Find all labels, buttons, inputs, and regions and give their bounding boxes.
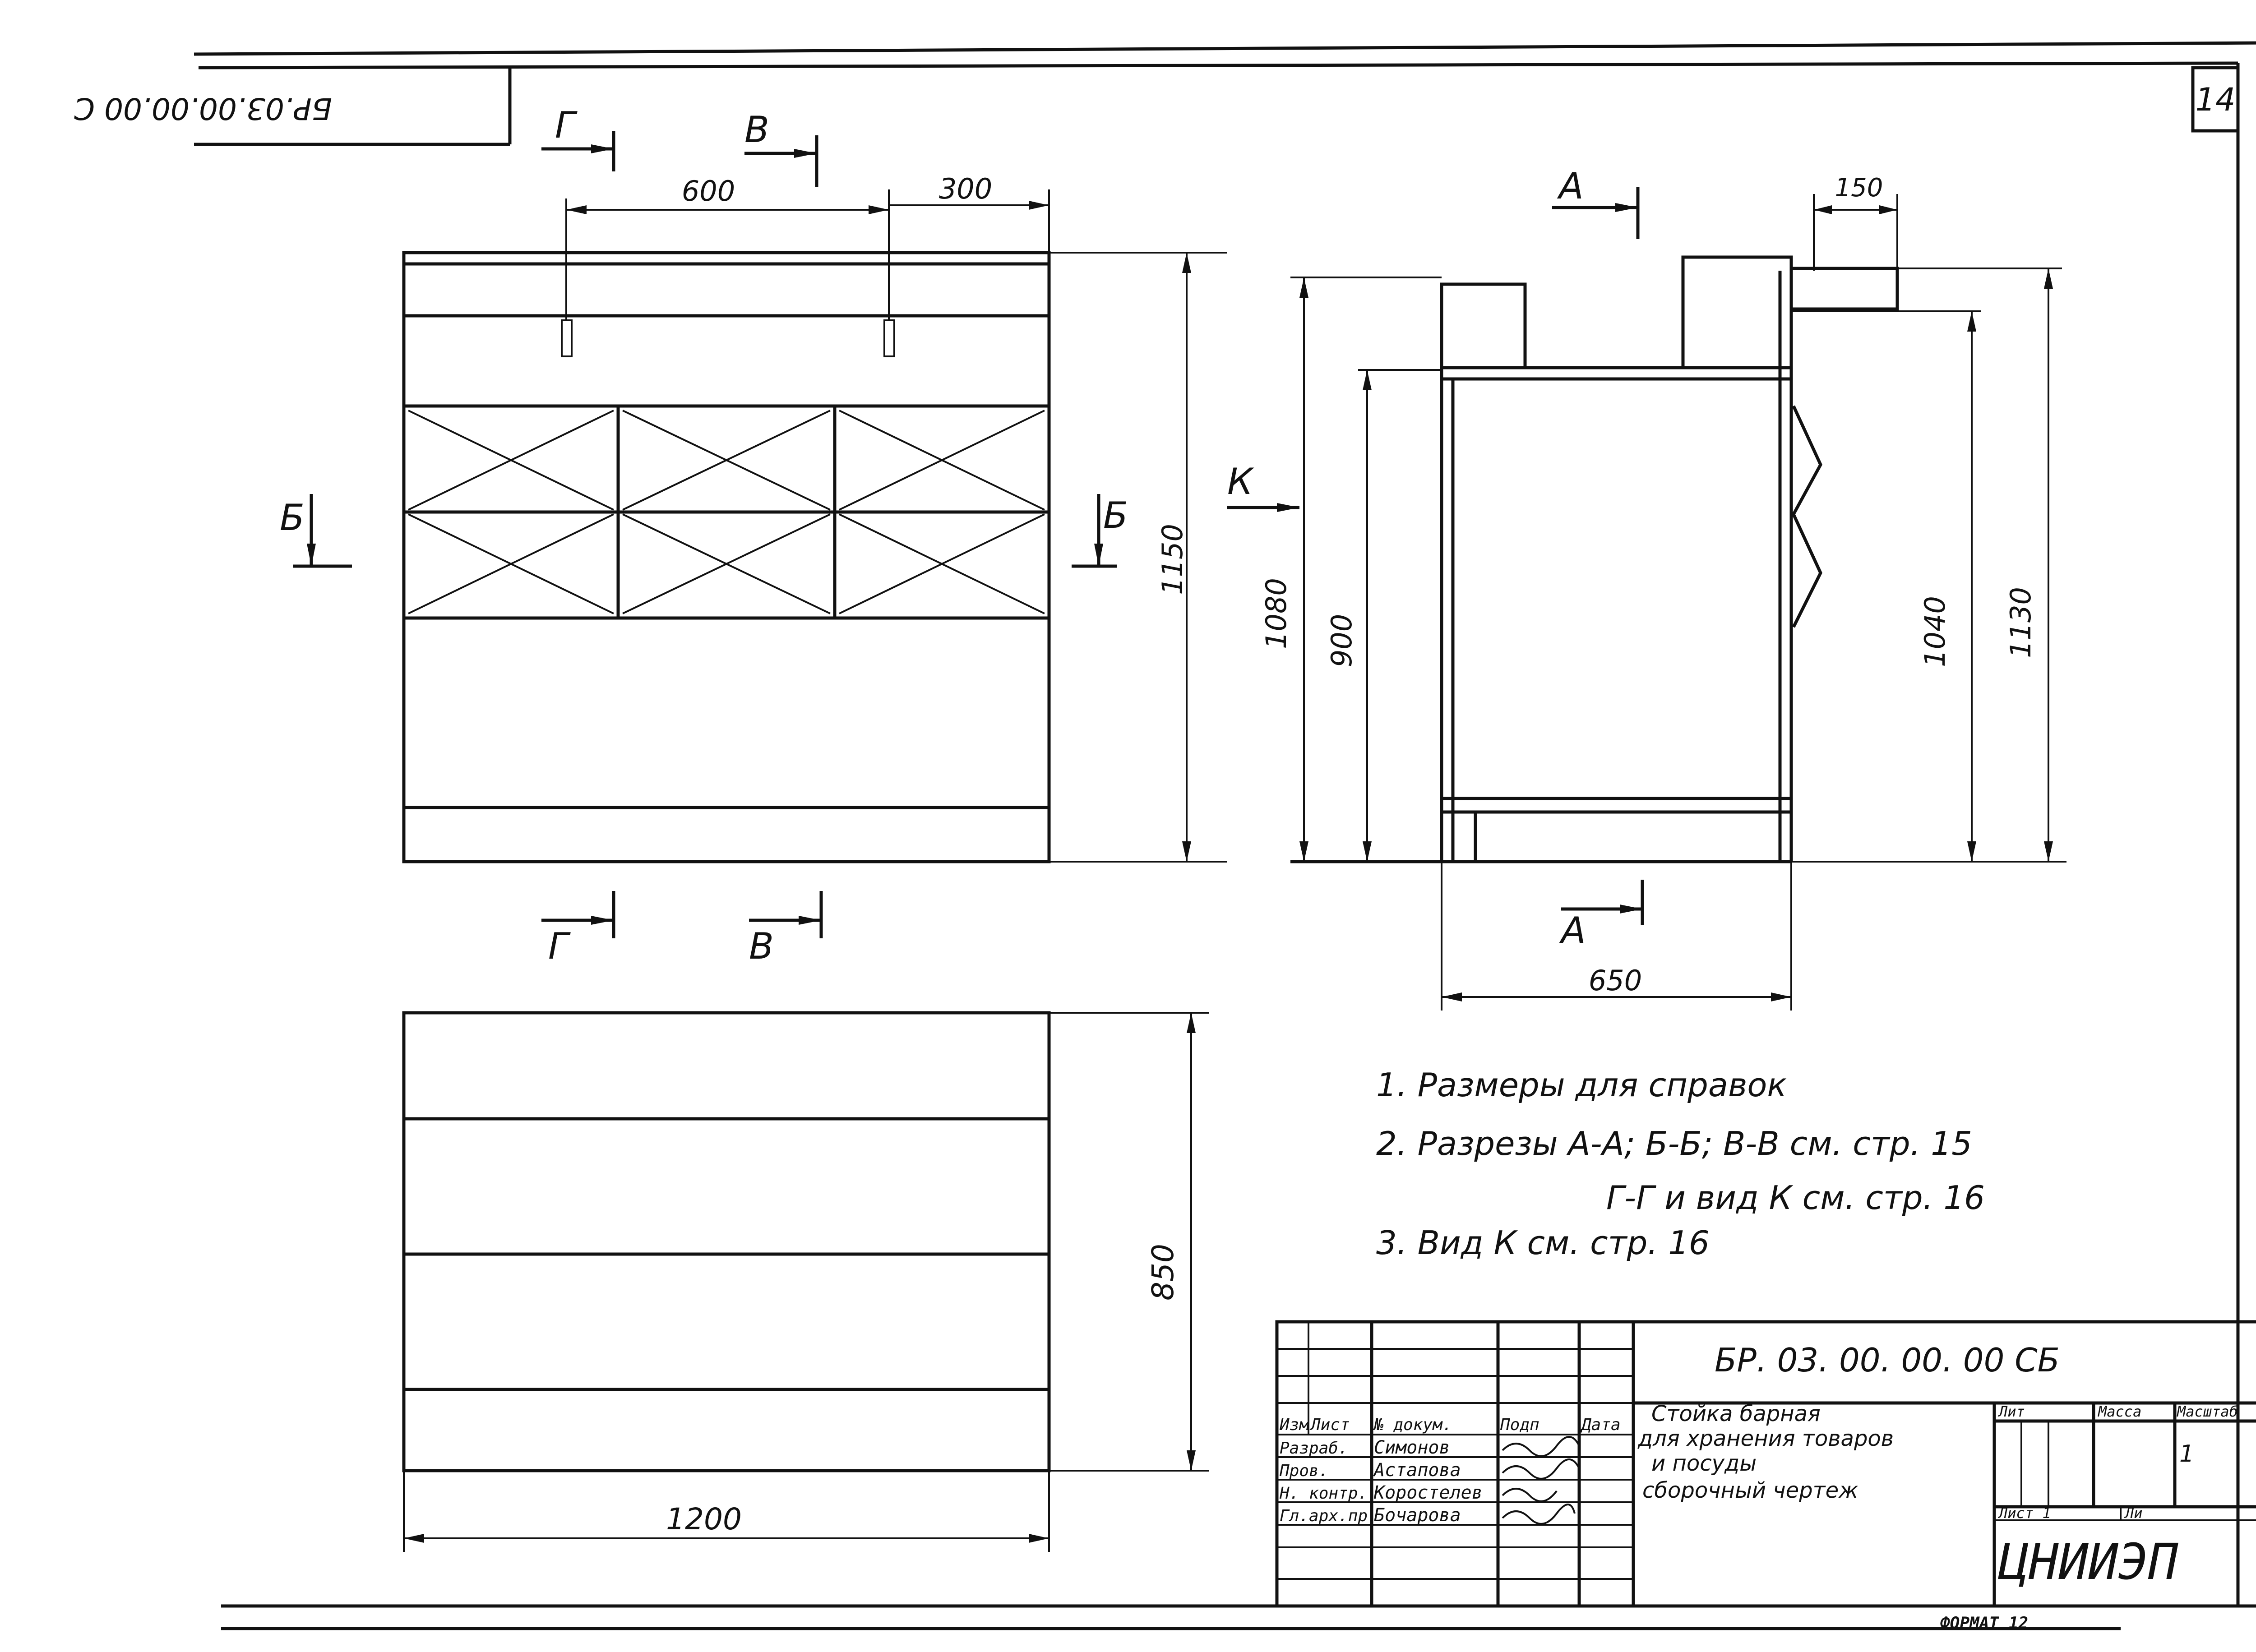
title-line-2: для хранения товаров (1637, 1426, 1894, 1451)
section-marks-front: Г В Г В Б Б (280, 104, 1128, 967)
dim-850: 850 (1146, 1244, 1180, 1301)
dim-1080: 1080 (1260, 578, 1293, 649)
hdr-data: Дата (1580, 1416, 1621, 1434)
side-view (1290, 255, 1899, 863)
sheets-label: Ли (2124, 1504, 2143, 1522)
title-block-code: БР. 03. 00. 00. 00 СБ (1715, 1341, 2060, 1379)
dim-150: 150 (1835, 173, 1883, 203)
role-glarh: Гл.арх.пр. (1280, 1507, 1378, 1525)
hdr-izm: Изм (1279, 1416, 1309, 1434)
section-A-bottom: А (1559, 909, 1586, 951)
name-simonov: Симонов (1374, 1437, 1450, 1458)
dim-900: 900 (1325, 614, 1358, 667)
diamond-pattern (408, 410, 1045, 614)
section-B-left: Б (280, 497, 305, 539)
dim-1040: 1040 (1919, 596, 1951, 667)
view-K-mark: К (1227, 461, 1254, 503)
section-V-top: В (744, 109, 769, 151)
title-line-1: Стойка барная (1651, 1401, 1821, 1426)
note-1: 1. Размеры для справок (1376, 1066, 1787, 1104)
rotated-drawing-code: БР.03.00.00.00 С (74, 91, 332, 126)
lit-label: Лит (1997, 1403, 2025, 1420)
note-2-cont: Г-Г и вид К см. стр. 16 (1606, 1179, 1985, 1217)
scale-value: 1 (2179, 1440, 2194, 1467)
dim-1130: 1130 (2004, 587, 2037, 658)
role-razrab: Разраб. (1280, 1439, 1348, 1458)
section-G-bottom: Г (548, 925, 571, 967)
title-line-3: и посуды (1651, 1451, 1757, 1476)
front-view (402, 251, 1051, 863)
dim-650: 650 (1589, 964, 1642, 997)
hdr-dokum: № докум. (1373, 1416, 1452, 1434)
sheet-label: Лист 1 (1997, 1504, 2051, 1522)
notes: 1. Размеры для справок 2. Разрезы А-А; Б… (1376, 1066, 1985, 1262)
hdr-podp: Подп (1500, 1416, 1539, 1434)
section-A-top: А (1557, 165, 1584, 207)
section-B-right: Б (1103, 494, 1128, 536)
dim-1150: 1150 (1156, 524, 1189, 595)
org-logo: ЦНИИЭП (1998, 1533, 2178, 1591)
dim-1200: 1200 (666, 1502, 742, 1537)
page-number-box: 14 (2191, 66, 2240, 133)
section-G-top: Г (555, 104, 578, 146)
role-nkontr: Н. контр. (1279, 1484, 1368, 1503)
role-prov: Пров. (1279, 1462, 1328, 1480)
title-line-4: сборочный чертеж (1642, 1478, 1858, 1503)
title-block: БР. 03. 00. 00. 00 СБ Изм Лист № докум. … (1275, 1320, 2256, 1608)
name-korostelev: Коростелев (1373, 1482, 1483, 1503)
front-dimensions: 600 300 1150 (565, 172, 1227, 863)
dim-600: 600 (682, 175, 735, 208)
hdr-list: Лист (1309, 1416, 1350, 1434)
signatures (1502, 1436, 1580, 1525)
side-dimensions: 1080 900 1040 1130 150 650 (1260, 173, 2066, 1011)
scale-label: Масштаб (2177, 1403, 2238, 1420)
mass-label: Масса (2098, 1403, 2141, 1420)
page-number: 14 (2195, 81, 2235, 118)
rotated-code-box: БР.03.00.00.00 С (74, 68, 512, 146)
section-V-bottom: В (749, 925, 774, 967)
plan-dimensions: 850 1200 (403, 1012, 1209, 1552)
note-2: 2. Разрезы А-А; Б-Б; В-В см. стр. 15 (1376, 1125, 1972, 1163)
section-marks-side: А А К (1227, 165, 1644, 951)
note-3: 3. Вид К см. стр. 16 (1376, 1224, 1710, 1262)
dim-300: 300 (939, 172, 992, 205)
format-label: ФОРМАТ 12 (1940, 1614, 2028, 1633)
plan-view (402, 1011, 1051, 1472)
name-bocharova: Бочарова (1374, 1505, 1461, 1526)
name-astapova: Астапова (1373, 1460, 1461, 1481)
